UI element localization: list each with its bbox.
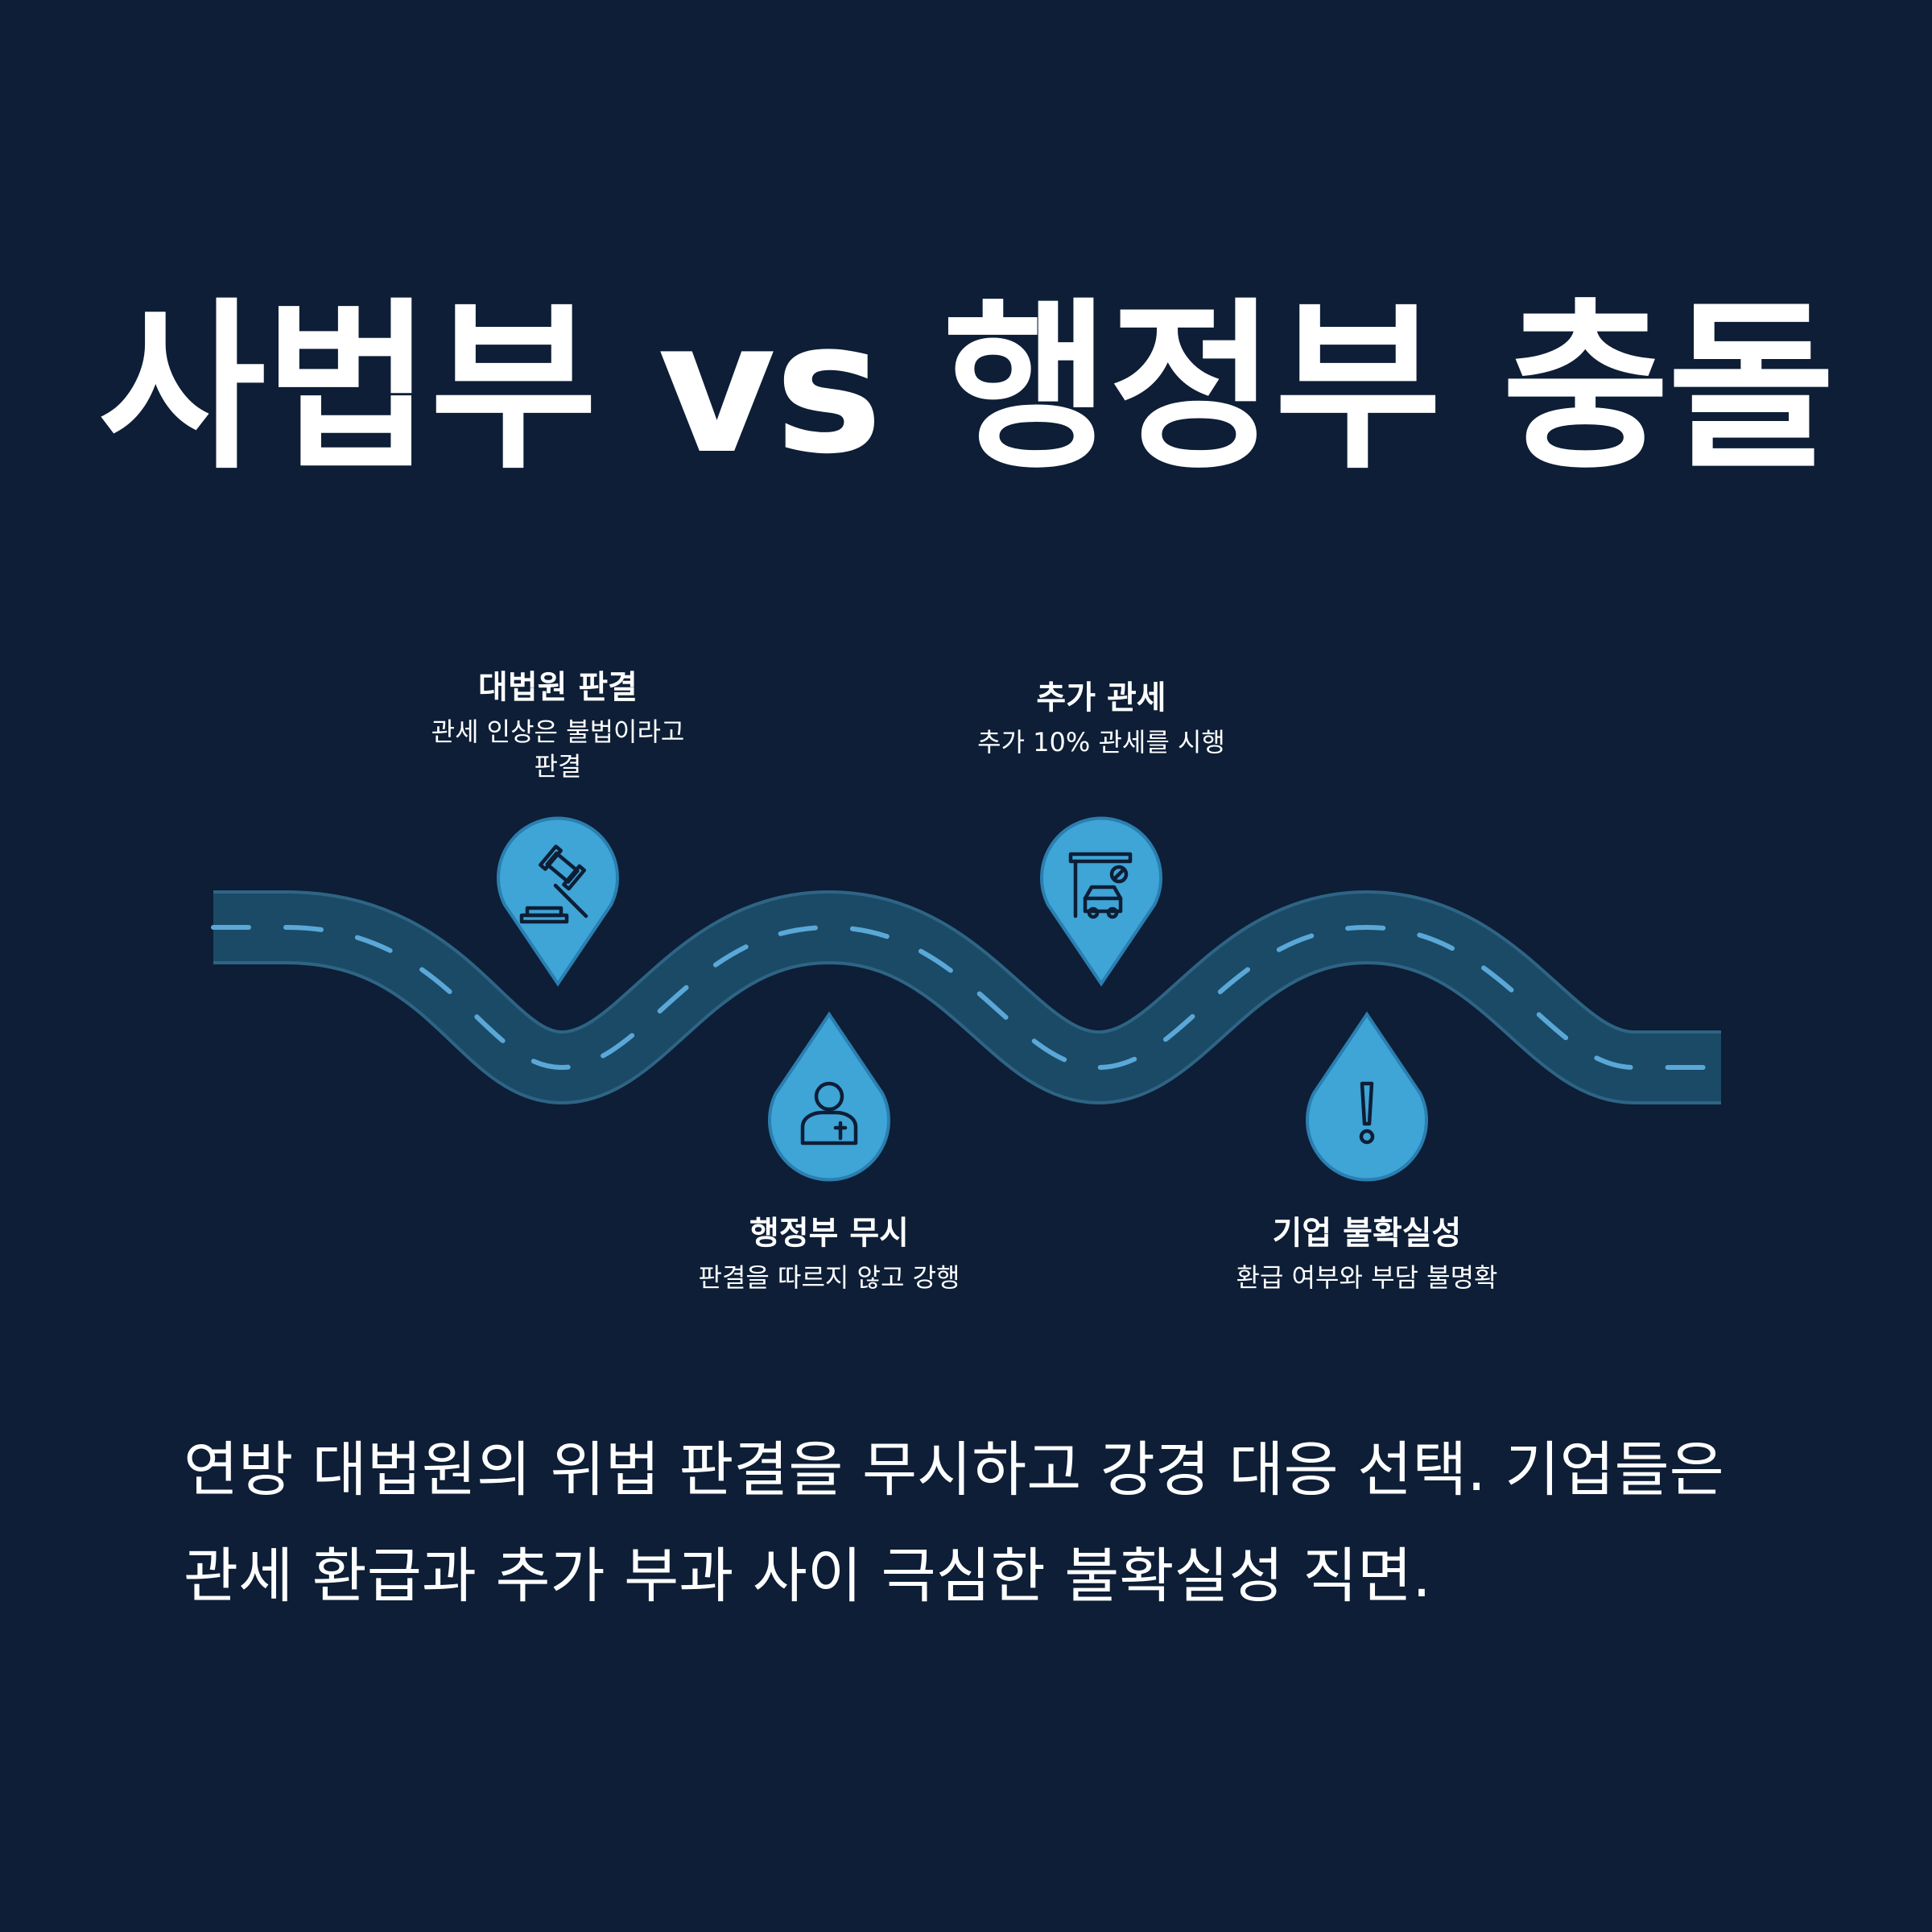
pin-ignore xyxy=(768,1011,890,1182)
pin-uncertainty xyxy=(1306,1011,1428,1182)
milestone-heading: 행정부 무시 xyxy=(749,1215,909,1252)
official-person-icon xyxy=(800,1081,858,1146)
milestone-description: 관세 인상은 불법이라고 판결 xyxy=(431,716,685,782)
pin-court xyxy=(497,816,619,987)
milestone-description: 판결을 따르지 않고 강행 xyxy=(698,1262,960,1293)
gavel-icon xyxy=(519,844,588,924)
road-lane-dashes xyxy=(211,924,1724,1071)
page-title: 사법부 vs 행정부 충돌 xyxy=(98,283,1835,494)
milestone-tariff: 추가 관세 추가 10% 관세를 시행 xyxy=(916,679,1286,760)
milestone-uncertainty: 기업 불확실성 환급 여부와 부담 불명확 xyxy=(1182,1214,1552,1295)
summary-text: 연방 대법원의 위법 판결을 무시하고 강경 대응 선택. 기업들은 관세 환급… xyxy=(184,1435,1724,1611)
milestone-heading: 추가 관세 xyxy=(1036,679,1166,716)
milestone-description: 추가 10% 관세를 시행 xyxy=(977,727,1225,758)
milestone-court: 대법원 판결 관세 인상은 불법이라고 판결 xyxy=(373,668,743,784)
milestone-ignore: 행정부 무시 판결을 따르지 않고 강행 xyxy=(644,1214,1014,1295)
pin-tariff xyxy=(1040,816,1162,987)
milestone-heading: 기업 불확실성 xyxy=(1272,1215,1462,1252)
milestone-heading: 대법원 판결 xyxy=(478,669,638,706)
exclamation-icon xyxy=(1359,1081,1375,1145)
milestone-description: 환급 여부와 부담 불명확 xyxy=(1236,1262,1498,1293)
toll-gate-car-icon xyxy=(1068,852,1133,919)
road-surface xyxy=(213,893,1721,1102)
